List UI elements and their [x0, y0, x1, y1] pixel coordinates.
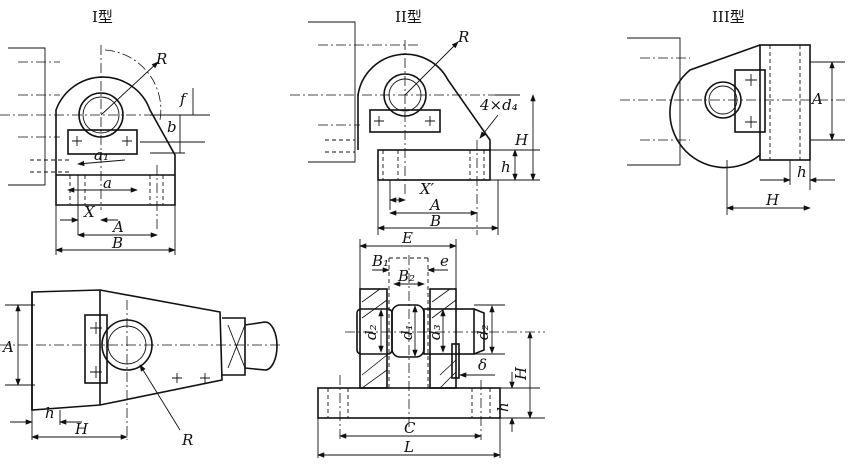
section-label-E: E: [401, 229, 413, 247]
type1-view: I型 R f b a₁ a X A B: [0, 8, 210, 255]
plan-label-H: H: [74, 420, 89, 438]
section-label-d3: d₃: [426, 324, 444, 340]
section-label-C: C: [404, 419, 416, 437]
section-label-h: h: [494, 402, 512, 412]
type2-label-4xd4: 4×d₄: [479, 96, 518, 114]
type2-label-H: H: [514, 131, 529, 149]
type2-label-R: R: [457, 28, 469, 46]
type1-label-a: a: [103, 174, 112, 192]
type2-label-h: h: [501, 158, 511, 176]
plan-view: A h H R: [0, 289, 280, 449]
section-label-delta: δ: [478, 356, 487, 374]
section-label-B1: B₁: [371, 252, 389, 270]
type1-label-X: X: [83, 203, 96, 221]
type3-label-H: H: [765, 191, 780, 209]
section-label-d1: d₁: [398, 324, 416, 340]
type3-title: III型: [712, 8, 745, 26]
type1-label-a1: a₁: [94, 146, 109, 164]
type3-view: III型 A h H: [620, 8, 845, 215]
section-label-H: H: [512, 366, 530, 381]
section-label-d2-left: d₂: [362, 324, 380, 340]
section-view: E B₁ e B₂ d₂ d₁ d₃ d₂ H h δ C L: [317, 229, 545, 458]
plan-label-A: A: [1, 338, 14, 356]
type1-title: I型: [92, 8, 113, 26]
section-label-L: L: [403, 438, 414, 456]
section-label-e: e: [440, 252, 449, 270]
type1-label-A: A: [111, 218, 124, 236]
type2-view: II型 R 4×d₄ H h X′ A B: [290, 8, 540, 235]
plan-label-R: R: [181, 431, 193, 449]
type1-label-b: b: [167, 118, 177, 136]
type2-label-B: B: [429, 212, 441, 230]
type3-label-h: h: [797, 163, 807, 181]
type1-label-B: B: [111, 234, 123, 252]
type2-title: II型: [395, 8, 422, 26]
plan-label-h: h: [45, 404, 55, 422]
type3-label-A: A: [810, 90, 823, 108]
section-label-B2: B₂: [397, 267, 415, 285]
type2-label-A: A: [428, 196, 441, 214]
type1-label-R: R: [155, 50, 167, 68]
type1-label-f: f: [179, 90, 188, 108]
section-label-d2-right: d₂: [474, 324, 492, 340]
type2-label-Xprime: X′: [419, 180, 435, 198]
